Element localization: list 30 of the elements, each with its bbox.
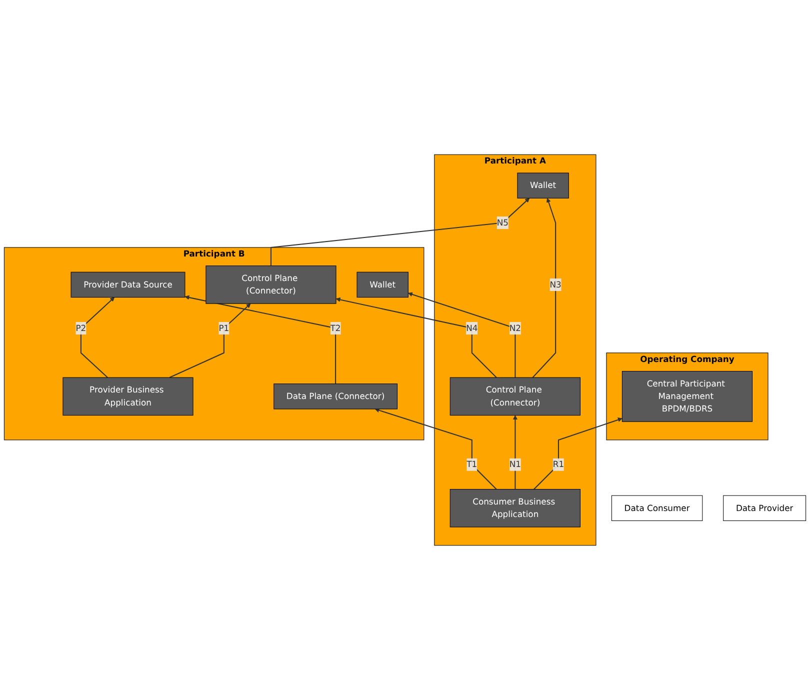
- node-box: Provider Business Application: [62, 377, 194, 416]
- edge-label: P1: [218, 322, 230, 333]
- node-box: Provider Data Source: [70, 272, 186, 298]
- arrow: [184, 295, 336, 384]
- arrow: [80, 297, 115, 378]
- edge-label: T1: [466, 459, 478, 470]
- edge-label: N1: [509, 459, 521, 470]
- edge-label: N3: [550, 279, 562, 290]
- edge-label: N5: [496, 218, 508, 228]
- arrow: [408, 292, 516, 378]
- node-box: Control Plane (Connector): [450, 377, 580, 416]
- node-box: Wallet: [517, 172, 569, 198]
- arrow: [336, 297, 497, 378]
- node-box: Consumer Business Application: [450, 489, 580, 528]
- arrow: [270, 198, 530, 266]
- arrow: [534, 418, 622, 490]
- arrow: [532, 198, 556, 378]
- edge-label: N2: [509, 322, 521, 333]
- node-box: Data Consumer: [611, 495, 703, 521]
- node-box: Data Provider: [723, 495, 806, 521]
- node-box: Data Plane (Connector): [274, 384, 398, 410]
- node-box: Control Plane (Connector): [206, 266, 336, 304]
- edge-label: R1: [552, 459, 564, 470]
- node-box: Central Participant Management BPDM/BDRS: [622, 370, 753, 422]
- arrow: [374, 408, 497, 490]
- arrow: [169, 303, 251, 378]
- arrow: [512, 415, 518, 490]
- edge-label: P2: [76, 322, 86, 333]
- node-box: Wallet: [356, 272, 408, 298]
- edge-label: N4: [466, 322, 478, 333]
